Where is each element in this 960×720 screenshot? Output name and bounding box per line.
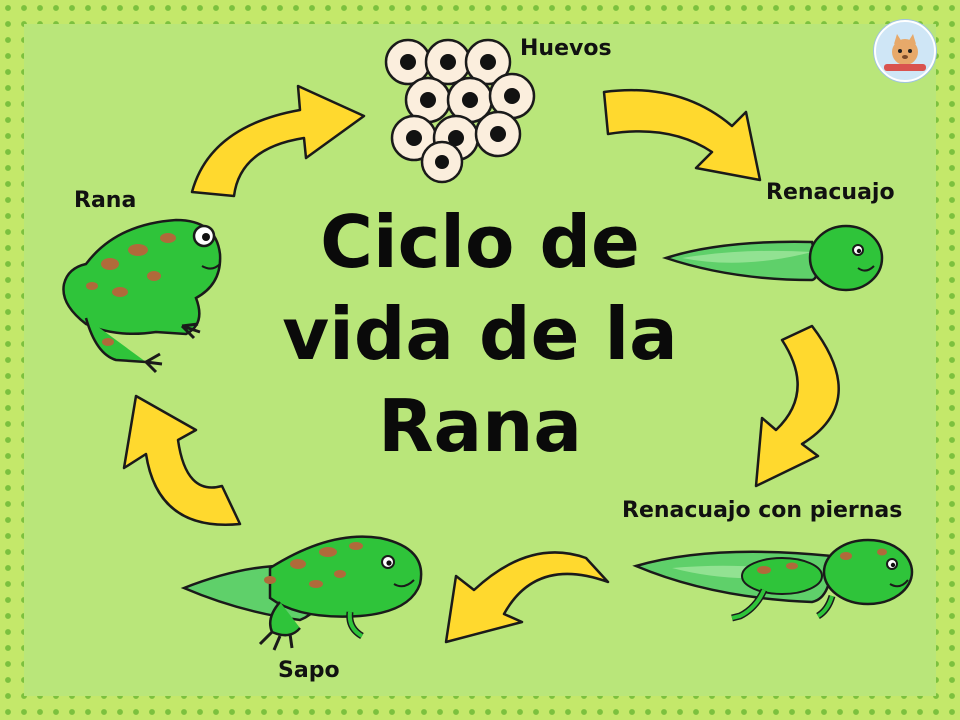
frog-icon <box>62 218 222 374</box>
poster-title: Ciclo de vida de la Rana <box>250 196 710 472</box>
title-line-3: Rana <box>378 384 582 468</box>
label-tadpole: Renacuajo <box>766 180 895 205</box>
label-frog: Rana <box>74 188 137 213</box>
tadpole-with-legs-icon <box>632 538 914 622</box>
toad-icon <box>180 535 423 651</box>
label-eggs: Huevos <box>520 36 612 61</box>
arrow-eggs-to-tadpole-icon <box>602 88 762 182</box>
title-line-2: vida de la <box>282 292 678 376</box>
arrow-toad-to-frog-icon <box>122 394 242 526</box>
arrow-tadpole-to-legs-icon <box>754 324 840 488</box>
logo-badge-icon <box>874 20 936 82</box>
label-toad: Sapo <box>278 658 340 683</box>
eggs-cluster-icon <box>384 38 536 184</box>
arrow-legs-to-toad-icon <box>444 551 610 644</box>
label-tadpole-with-legs: Renacuajo con piernas <box>622 498 903 523</box>
arrow-frog-to-eggs-icon <box>190 84 366 198</box>
tadpole-icon <box>661 224 884 292</box>
title-line-1: Ciclo de <box>320 200 640 284</box>
